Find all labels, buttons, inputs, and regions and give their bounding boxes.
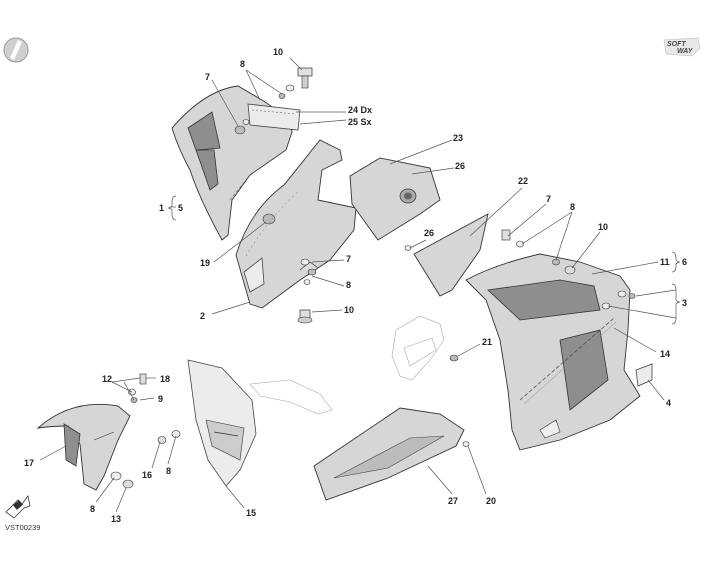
inner-fairing-panel xyxy=(235,139,357,309)
callout-6: 6 xyxy=(682,257,687,267)
callout-20: 20 xyxy=(486,496,496,506)
callout-1: 1 xyxy=(159,203,164,213)
softway-logo: SOFT WAY xyxy=(662,36,702,58)
panel-23 xyxy=(349,157,441,241)
callout-7-top: 7 xyxy=(205,72,210,82)
drawing-code: VST00239 xyxy=(5,523,41,532)
logo-line-1: SOFT xyxy=(667,41,686,48)
callout-17: 17 xyxy=(24,458,34,468)
grille-22 xyxy=(404,213,489,297)
callout-8-low: 8 xyxy=(166,466,171,476)
callout-8-mid: 8 xyxy=(346,280,351,290)
callout-26-b: 26 xyxy=(424,228,434,238)
logo-line-2: WAY xyxy=(677,48,694,55)
fender-fasteners xyxy=(110,373,181,489)
callout-8-right: 8 xyxy=(570,202,575,212)
callout-12: 12 xyxy=(102,374,112,384)
callout-3: 3 xyxy=(682,298,687,308)
callout-16: 16 xyxy=(142,470,152,480)
lower-main-fairing xyxy=(465,253,653,451)
callout-25-sx: 25 Sx xyxy=(348,117,372,127)
softway-logo-graphic: SOFT WAY xyxy=(663,37,701,57)
callout-14: 14 xyxy=(660,349,670,359)
callout-24-dx: 24 Dx xyxy=(348,105,372,115)
callout-10-mid: 10 xyxy=(344,305,354,315)
bolt-10-top xyxy=(278,67,313,99)
callout-7-right: 7 xyxy=(546,194,551,204)
fasteners-right xyxy=(501,229,636,310)
callout-10-top: 10 xyxy=(273,47,283,57)
upper-side-fairing xyxy=(171,85,301,241)
callout-13: 13 xyxy=(111,514,121,524)
callout-9: 9 xyxy=(158,394,163,404)
callout-27: 27 xyxy=(448,496,458,506)
callout-7-mid: 7 xyxy=(346,254,351,264)
fasteners-lower-left xyxy=(297,258,317,324)
frame-outline-ghost xyxy=(249,315,445,415)
callout-5: 5 xyxy=(178,203,183,213)
callout-4: 4 xyxy=(666,398,671,408)
callout-23: 23 xyxy=(453,133,463,143)
callout-18: 18 xyxy=(160,374,170,384)
ducati-emblem-icon xyxy=(3,37,29,63)
side-panel-15 xyxy=(187,359,257,487)
callout-26-a: 26 xyxy=(455,161,465,171)
front-direction-arrow-icon xyxy=(5,495,31,519)
callout-labels: 10 8 7 24 Dx 25 Sx 23 26 1 5 19 7 8 2 10… xyxy=(24,47,687,524)
front-fender-17 xyxy=(36,403,131,491)
callout-21: 21 xyxy=(482,337,492,347)
leader-lines xyxy=(39,57,681,513)
callout-8-top: 8 xyxy=(240,59,245,69)
belly-pan-27 xyxy=(313,354,470,501)
callout-11: 11 xyxy=(660,257,670,267)
callout-15: 15 xyxy=(246,508,256,518)
callout-10-right: 10 xyxy=(598,222,608,232)
callout-8-fender: 8 xyxy=(90,504,95,514)
callout-2: 2 xyxy=(200,311,205,321)
callout-22: 22 xyxy=(518,176,528,186)
callout-19: 19 xyxy=(200,258,210,268)
